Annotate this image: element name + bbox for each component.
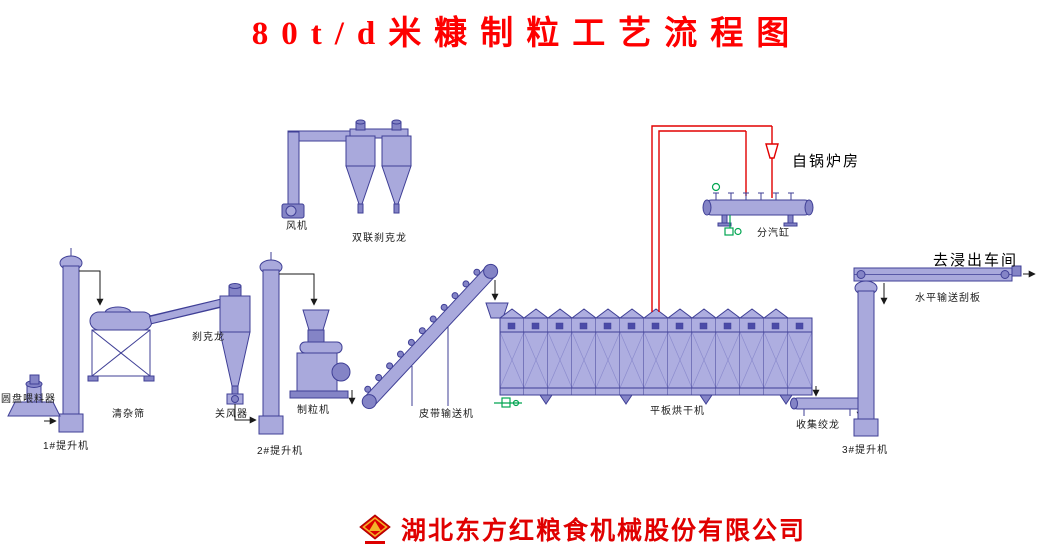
label-elevator-3: 3#提升机 <box>842 445 889 456</box>
company-name: 湖北东方红粮食机械股份有限公司 <box>401 518 807 545</box>
label-pelletizer: 制粒机 <box>297 405 330 416</box>
label-double-cyclone: 双联刹克龙 <box>352 233 407 244</box>
steam-trap-dryer <box>494 397 522 408</box>
cyclone <box>219 283 251 395</box>
label-cleaning-sieve: 清杂筛 <box>112 409 145 420</box>
airlock-valve <box>226 393 244 405</box>
label-steam-cylinder: 分汽缸 <box>757 228 790 239</box>
label-collecting-auger: 收集绞龙 <box>796 420 840 431</box>
pressure-gauge <box>711 182 721 192</box>
disc-feeder <box>7 374 61 417</box>
collecting-auger <box>790 397 868 416</box>
label-airlock: 关风器 <box>215 409 248 420</box>
label-cyclone: 刹克龙 <box>192 332 225 343</box>
label-from-boiler: 自锅炉房 <box>792 153 861 170</box>
bucket-elevator-3 <box>853 280 879 437</box>
label-belt-conveyor: 皮带输送机 <box>419 409 474 420</box>
flat-dryer <box>498 308 813 405</box>
horizontal-scraper-conveyor <box>853 265 1022 282</box>
label-horizontal-scraper: 水平输送刮板 <box>915 293 981 304</box>
page-title: 80t/d米糠制粒工艺流程图 <box>251 16 803 52</box>
label-elevator-2: 2#提升机 <box>257 446 304 457</box>
label-elevator-1: 1#提升机 <box>43 441 90 452</box>
flow-elevator1-to-sieve <box>79 270 104 306</box>
label-fan: 风机 <box>286 221 308 232</box>
steam-trap-cylinder <box>724 215 742 236</box>
label-flat-dryer: 平板烘干机 <box>650 406 705 417</box>
steam-distribution-cylinder <box>702 182 814 227</box>
steam-piping <box>651 125 779 312</box>
double-cyclone <box>345 119 412 214</box>
flow-elevator2-to-pelletizer <box>279 273 318 306</box>
flow-cyclone-to-elevator2 <box>234 404 257 424</box>
bucket-elevator-1 <box>58 248 84 433</box>
boiler-pipe-funnel <box>765 143 779 159</box>
fan-duct <box>281 130 355 219</box>
label-disc-feeder: 圆盘喂料器 <box>1 394 56 405</box>
duct-sieve-to-cyclone <box>148 297 228 325</box>
bucket-elevator-2 <box>258 252 284 435</box>
label-to-extraction: 去浸出车间 <box>933 252 1019 269</box>
pelletizer <box>289 309 351 399</box>
company-logo <box>359 514 391 544</box>
footer: 湖北东方红粮食机械股份有限公司 <box>358 511 806 547</box>
cleaning-sieve <box>87 306 155 382</box>
belt-conveyor <box>361 263 499 410</box>
